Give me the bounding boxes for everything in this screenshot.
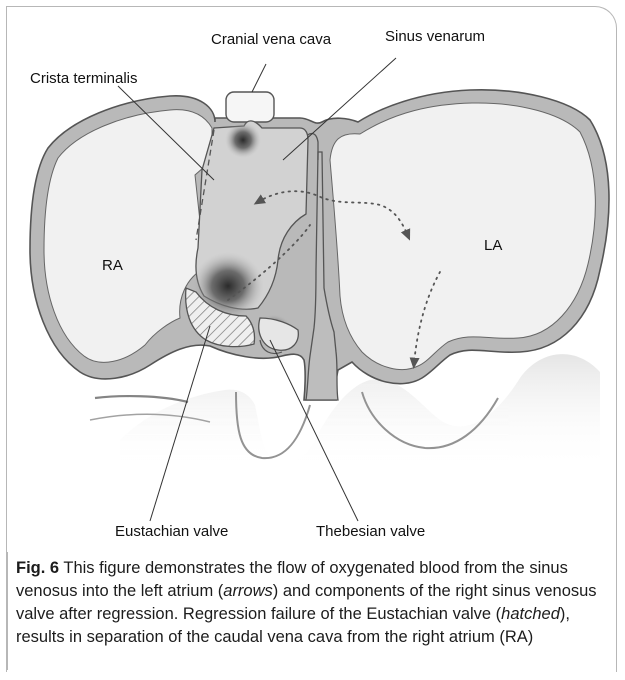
label-thebesian-valve: Thebesian valve <box>316 523 425 540</box>
label-ra: RA <box>102 257 123 274</box>
frame-left-edge <box>6 552 8 670</box>
lower-structures <box>90 354 600 470</box>
figure-caption: Fig. 6 This figure demonstrates the flow… <box>16 557 612 649</box>
caption-emphasis-arrows: arrows <box>223 582 273 600</box>
label-crista-terminalis: Crista terminalis <box>30 70 138 87</box>
cranial-inflow-blob <box>225 122 261 158</box>
label-la: LA <box>484 237 502 254</box>
label-cranial-vena-cava: Cranial vena cava <box>211 31 331 48</box>
caption-emphasis-hatched: hatched <box>501 605 560 623</box>
figure-number: Fig. 6 <box>16 559 59 577</box>
label-sinus-venarum: Sinus venarum <box>385 28 485 45</box>
cranial-vena-cava <box>226 92 274 122</box>
leader-cranial-vena-cava <box>252 64 266 92</box>
label-eustachian-valve: Eustachian valve <box>115 523 228 540</box>
